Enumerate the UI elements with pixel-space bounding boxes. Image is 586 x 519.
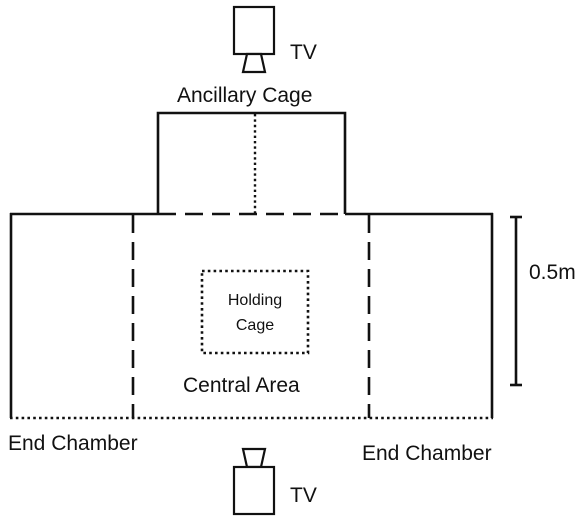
holding-cage-label-line2: Cage	[236, 317, 274, 334]
arena	[9, 212, 494, 420]
top-tv-camera-icon	[232, 5, 276, 74]
end-chamber-left-label: End Chamber	[8, 432, 138, 455]
top-tv-label: TV	[290, 41, 317, 64]
bottom-tv-camera-icon	[232, 447, 276, 516]
scale-bar	[510, 215, 522, 387]
bottom-tv-label: TV	[290, 484, 317, 507]
ancillary-cage	[156, 111, 347, 214]
holding-cage-label-line1: Holding	[228, 292, 282, 309]
holding-cage	[200, 269, 310, 355]
scale-label: 0.5m	[529, 261, 576, 284]
end-chamber-right-label: End Chamber	[362, 442, 492, 465]
ancillary-cage-label: Ancillary Cage	[177, 84, 312, 107]
central-area-label: Central Area	[183, 374, 300, 397]
